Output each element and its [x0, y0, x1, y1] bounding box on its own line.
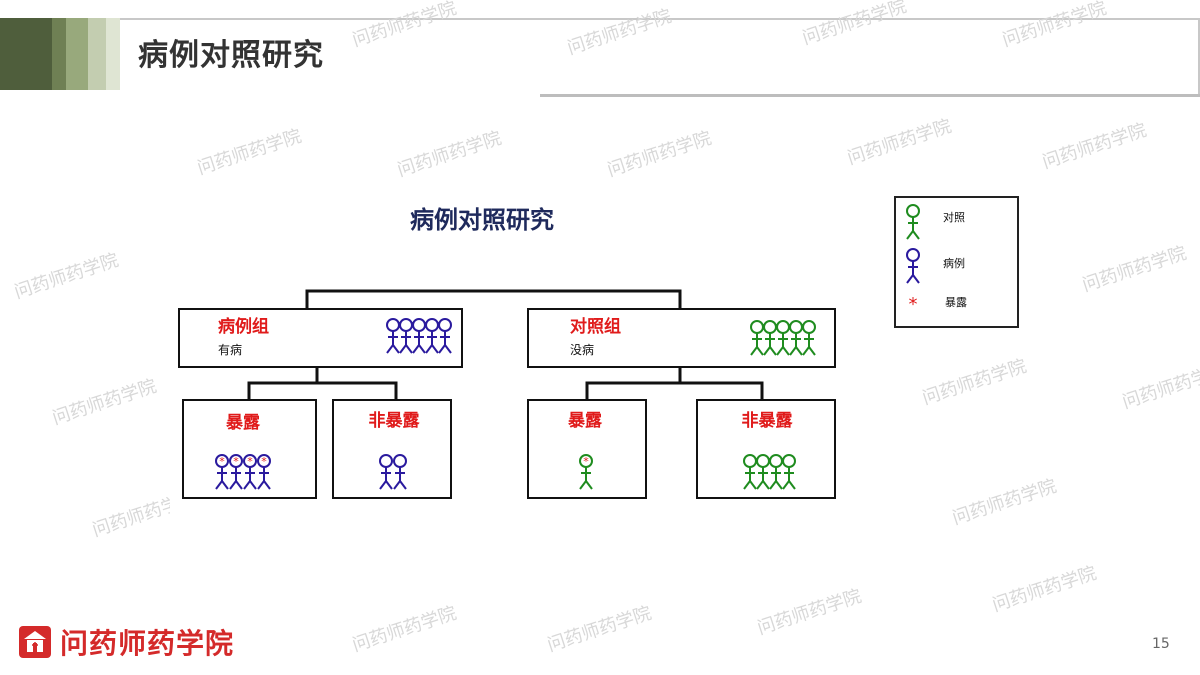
control-figure-icon [769, 454, 783, 490]
case-unexposed-box [332, 399, 452, 499]
case-group-figures [386, 318, 452, 354]
exposure-star-icon: * [247, 455, 253, 468]
header-right-line [1198, 18, 1200, 96]
school-logo-icon [19, 626, 51, 658]
case-figure-icon [438, 318, 452, 354]
legend-exposure-star-icon: * [909, 294, 918, 315]
header-top-line [120, 18, 1200, 20]
header-decoration [0, 18, 120, 90]
brand-logo: 问药师药学院 [18, 622, 234, 662]
control-unexposed-label: 非暴露 [742, 410, 794, 431]
exposed-case-figure-icon: * [243, 454, 257, 490]
exposure-star-icon: * [233, 455, 239, 468]
exposed-case-figure-icon: * [229, 454, 243, 490]
page-number: 15 [1152, 636, 1170, 652]
exposed-case-figure-icon: * [257, 454, 271, 490]
control-unexposed-figures [743, 454, 796, 490]
case-unexposed-figures [379, 454, 407, 490]
legend-case-figure-icon [906, 248, 920, 284]
control-group-title: 对照组 [570, 316, 621, 337]
case-figure-icon [425, 318, 439, 354]
case-group-subtitle: 有病 [218, 342, 242, 357]
control-unexposed-box [696, 399, 836, 499]
control-figure-icon [776, 320, 790, 356]
legend-box [894, 196, 1019, 328]
legend-case-label: 病例 [943, 256, 965, 270]
case-group-title: 病例组 [218, 316, 269, 337]
case-figure-icon [393, 454, 407, 490]
exposed-case-figure-icon: * [215, 454, 229, 490]
control-exposed-label: 暴露 [567, 411, 603, 431]
control-figure-icon [782, 454, 796, 490]
slide-title: 病例对照研究 [138, 38, 324, 73]
case-exposed-figures: * * * * [215, 454, 271, 490]
case-figure-icon [399, 318, 413, 354]
case-exposed-label: 暴露 [225, 413, 261, 433]
diagram-title: 病例对照研究 [410, 206, 554, 234]
legend-control-label: 对照 [943, 210, 965, 224]
case-figure-icon [379, 454, 393, 490]
control-figure-icon [789, 320, 803, 356]
exposure-star-icon: * [219, 455, 225, 468]
control-exposed-figures: * [579, 454, 593, 490]
logo-text: 问药师药学院 [60, 627, 235, 660]
control-figure-icon [802, 320, 816, 356]
connector-lines [247, 289, 764, 400]
legend-control-figure-icon [906, 204, 920, 240]
exposure-star-icon: * [261, 455, 267, 468]
exposure-star-icon: * [583, 455, 589, 468]
case-figure-icon [386, 318, 400, 354]
case-unexposed-label: 非暴露 [369, 410, 421, 431]
legend-figures: * [906, 204, 920, 315]
header-underline [540, 94, 1200, 97]
legend-exposure-label: 暴露 [945, 296, 967, 309]
exposed-control-figure-icon: * [579, 454, 593, 490]
control-group-figures [750, 320, 816, 356]
control-group-subtitle: 没病 [570, 342, 594, 357]
